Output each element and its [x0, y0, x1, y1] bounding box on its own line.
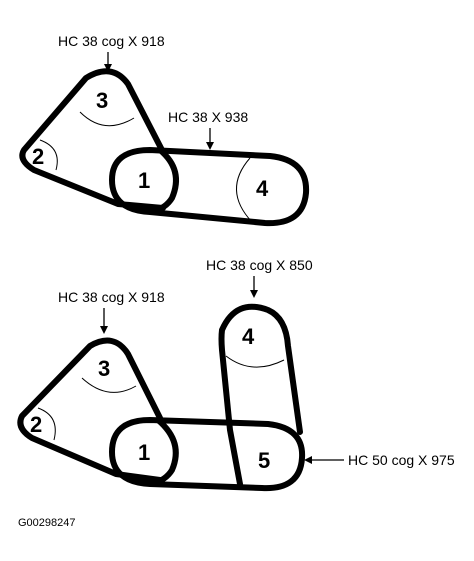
- bottom-belt-long-callout: HC 50 cog X 975: [348, 452, 455, 468]
- bottom-callout-c-arrowhead: [250, 290, 258, 298]
- bottom-pulley-1-ring: [151, 417, 179, 487]
- bottom-pulley-4-arc: [225, 355, 285, 368]
- bottom-diagram: 3 2 1 4 5 HC 38 cog X 918 HC 38 cog X 85…: [17, 257, 455, 492]
- top-pulley-1-label: 1: [138, 168, 150, 193]
- bottom-pulley-1-label: 1: [138, 440, 150, 465]
- bottom-pulley-3-arc: [81, 377, 137, 393]
- top-callout-a-arrowhead: [104, 64, 112, 72]
- top-belt-triangle: [19, 68, 166, 211]
- bottom-belt-long: [109, 417, 306, 492]
- top-pulley-3-arc: [79, 111, 135, 127]
- top-belt-long-callout: HC 38 X 938: [168, 109, 248, 125]
- bottom-callout-a-arrowhead: [100, 326, 108, 334]
- top-belt-triangle-callout: HC 38 cog X 918: [58, 33, 165, 49]
- bottom-belt-vertical-callout: HC 38 cog X 850: [206, 257, 313, 273]
- top-pulley-2-label: 2: [32, 144, 44, 169]
- top-diagram: 3 2 1 4 HC 38 cog X 918 HC 38 X 938: [19, 33, 310, 227]
- bottom-belt-triangle-callout: HC 38 cog X 918: [58, 289, 165, 305]
- bottom-pulley-5-label: 5: [258, 448, 270, 473]
- bottom-callout-d-arrowhead: [304, 456, 312, 464]
- top-pulley-2-arc: [39, 139, 58, 171]
- top-pulley-4-arc: [236, 157, 253, 223]
- figure-code: G00298247: [18, 517, 76, 529]
- bottom-belt-vertical: [218, 303, 303, 487]
- bottom-pulley-4-label: 4: [242, 324, 255, 349]
- top-belt-long: [109, 147, 310, 227]
- top-pulley-1-ring: [151, 147, 179, 215]
- bottom-pulley-3-label: 3: [98, 356, 110, 381]
- bottom-belt-triangle: [17, 337, 163, 483]
- bottom-pulley-2-label: 2: [30, 412, 42, 437]
- top-callout-b-arrowhead: [206, 142, 214, 150]
- top-pulley-4-label: 4: [256, 176, 269, 201]
- bottom-pulley-2-arc: [37, 407, 56, 441]
- top-pulley-3-label: 3: [96, 88, 108, 113]
